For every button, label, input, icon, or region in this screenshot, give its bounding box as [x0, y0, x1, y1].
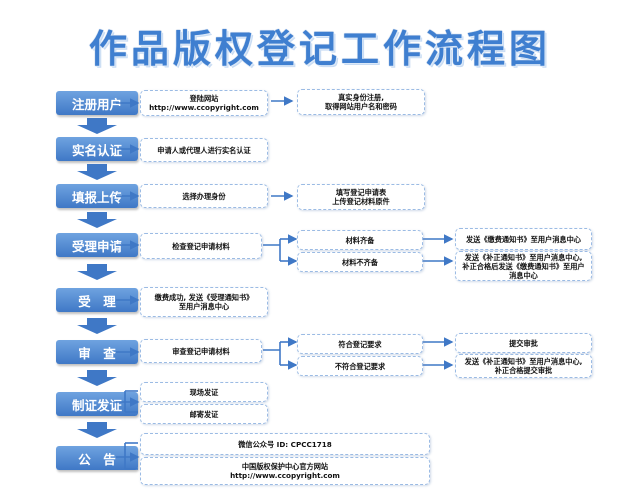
box-review-materials: 审查登记申请材料 [140, 339, 262, 363]
box-fee-paid: 缴费成功, 发送《受理通知书》至用户消息中心 [140, 287, 268, 317]
box-mail-certificate: 邮寄发证 [140, 404, 268, 424]
box-send-correction-notice: 发送《补正通知书》至用户消息中心,补正合格后发送《缴费通知书》至用户消息中心 [455, 251, 592, 281]
box-wechat-account: 微信公众号 ID: CPCC1718 [140, 433, 430, 455]
box-submit-approval: 提交审批 [455, 333, 592, 353]
box-meets-requirements: 符合登记要求 [297, 334, 423, 354]
diagram-title: 作品版权登记工作流程图 [88, 27, 551, 71]
box-send-fee-notice: 发送《缴费通知书》至用户消息中心 [455, 228, 592, 250]
down-arrow-icon [77, 422, 117, 438]
down-arrow-icon [77, 212, 117, 228]
box-fill-upload: 填写登记申请表上传登记材料原件 [297, 184, 425, 210]
box-materials-complete: 材料齐备 [297, 230, 423, 250]
box-register-identity: 真实身份注册,取得网站用户名和密码 [297, 89, 425, 115]
box-check-materials: 检查登记申请材料 [140, 233, 262, 259]
box-onsite-certificate: 现场发证 [140, 382, 268, 402]
box-materials-incomplete: 材料不齐备 [297, 252, 423, 272]
down-arrow-icon [77, 264, 117, 280]
box-choose-identity: 选择办理身份 [140, 184, 268, 208]
down-arrow-icon [77, 118, 117, 134]
down-arrow-icon [77, 164, 117, 180]
box-correction-approval: 发送《补正通知书》至用户消息中心,补正合格提交审批 [455, 354, 592, 378]
box-not-meets-requirements: 不符合登记要求 [297, 356, 423, 376]
box-realname-auth: 申请人或代理人进行实名认证 [140, 138, 268, 162]
down-arrow-icon [77, 318, 117, 334]
down-arrow-icon [77, 370, 117, 386]
